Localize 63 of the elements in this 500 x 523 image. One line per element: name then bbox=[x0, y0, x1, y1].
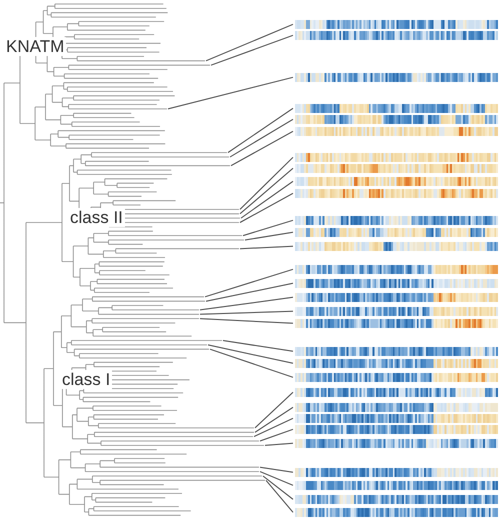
leader-line bbox=[240, 168, 294, 214]
heatmap-strip bbox=[295, 468, 498, 476]
leader-line bbox=[200, 296, 294, 310]
heatmap-strip bbox=[295, 319, 498, 328]
leader-line bbox=[210, 34, 294, 66]
heatmap-strip bbox=[295, 425, 498, 434]
leader-line bbox=[242, 220, 294, 236]
leader-line bbox=[254, 418, 294, 438]
leader-line bbox=[240, 156, 294, 210]
leader-line bbox=[222, 340, 294, 352]
leader-line bbox=[240, 180, 294, 219]
heatmap-strip bbox=[295, 164, 498, 172]
leader-line bbox=[260, 466, 294, 473]
heatmap-strip bbox=[295, 439, 498, 448]
heatmap-strip bbox=[295, 307, 498, 316]
heatmap-strip bbox=[295, 481, 498, 490]
heatmap-strip bbox=[295, 359, 498, 368]
heatmap-strip bbox=[295, 177, 498, 186]
heatmap-strip bbox=[295, 265, 498, 274]
heatmap-strip bbox=[295, 373, 498, 382]
leader-line bbox=[254, 406, 294, 433]
heatmap-strip bbox=[295, 20, 498, 28]
leader-line bbox=[244, 232, 294, 240]
leader-line bbox=[228, 108, 294, 154]
heatmap-strip bbox=[295, 216, 498, 224]
heatmap-strip bbox=[295, 228, 498, 236]
leader-line bbox=[240, 192, 294, 223]
leader-line bbox=[210, 348, 294, 378]
heatmap-strip bbox=[295, 73, 498, 82]
leader-line bbox=[206, 282, 294, 302]
clade-label: class I bbox=[60, 370, 112, 389]
leader-line bbox=[266, 480, 294, 513]
leader-line bbox=[200, 310, 294, 315]
leader-line bbox=[204, 268, 294, 298]
leader-line bbox=[264, 442, 294, 446]
heatmap-strip bbox=[295, 242, 498, 250]
heatmap-strip bbox=[295, 495, 498, 504]
leader-line bbox=[260, 428, 294, 442]
leader-line bbox=[230, 118, 294, 158]
heatmap-strip bbox=[295, 293, 498, 302]
leader-line bbox=[254, 392, 294, 428]
heatmap-strip bbox=[295, 508, 498, 516]
heatmap-strip bbox=[295, 347, 498, 356]
heatmap-strip bbox=[295, 414, 498, 422]
leader-line bbox=[168, 76, 294, 110]
leader-line bbox=[208, 344, 294, 364]
heatmap-strip bbox=[295, 388, 498, 396]
heatmap-strip bbox=[295, 127, 498, 136]
leader-line bbox=[262, 476, 294, 500]
clade-label: KNATM bbox=[4, 37, 66, 56]
leader-line bbox=[206, 24, 294, 62]
clade-label: class II bbox=[68, 208, 125, 227]
heatmap-strip bbox=[295, 279, 498, 288]
heatmap-strip bbox=[295, 153, 498, 162]
heatmap-strip bbox=[295, 104, 498, 112]
heatmap-strip bbox=[295, 189, 498, 198]
heatmap-strip bbox=[295, 403, 498, 412]
heatmap-strip bbox=[295, 31, 498, 40]
leader-line bbox=[240, 246, 294, 250]
heatmap-strip bbox=[295, 115, 498, 124]
leader-line bbox=[200, 318, 294, 324]
leader-line bbox=[230, 130, 294, 166]
leader-line bbox=[260, 471, 294, 486]
